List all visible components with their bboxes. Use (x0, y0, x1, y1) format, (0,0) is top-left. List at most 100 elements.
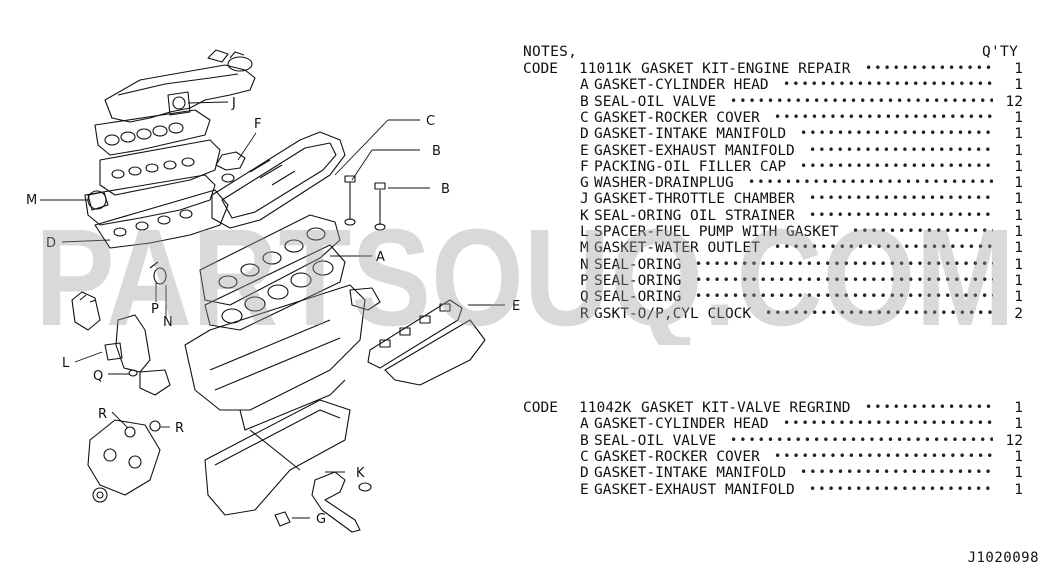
rocker-cover-drawing (211, 131, 346, 229)
notes-header: NOTES, (523, 44, 578, 60)
oil-filler-cap-drawing (215, 151, 246, 183)
leader-dots: ••••••••••••••••••••••••••••••••••• (748, 175, 993, 190)
callout-k: K (356, 466, 365, 481)
callout-q: Q (93, 369, 103, 384)
oil-strainer-drawing (311, 471, 372, 533)
part-name: GASKET-CYLINDER HEAD (594, 416, 769, 433)
callout-d: D (46, 236, 56, 251)
part-name: GASKET-WATER OUTLET (594, 240, 760, 257)
part-name: SPACER-FUEL PUMP WITH GASKET (594, 224, 839, 240)
quantity: 1 (1014, 465, 1023, 482)
quantity: 1 (1014, 175, 1023, 192)
part-letter: Q (580, 289, 589, 306)
part-row-q: Q SEAL-ORING •••••••••••••••••••••••••••••… (523, 289, 1023, 305)
code-label: CODE (523, 400, 558, 416)
quantity: 1 (1014, 77, 1023, 94)
leader-dots: ••••••••••••••••••••••••••• (809, 207, 993, 222)
quantity: 1 (1014, 400, 1023, 416)
qty-header: Q'TY (982, 44, 1019, 60)
leader-dots: •••••••••••••••••••••••••••• (800, 158, 993, 173)
quantity: 1 (1014, 126, 1023, 143)
callout-c: C (426, 114, 435, 129)
part-letter: M (580, 240, 589, 257)
part-name: PACKING-OIL FILLER CAP (594, 158, 787, 175)
quantity: 1 (1014, 207, 1023, 224)
part-letter: K (580, 207, 589, 224)
leader-dots: •••••••••••••••••••••••••••••• (783, 416, 993, 431)
part-name: SEAL-ORING (594, 289, 682, 306)
leader-dots: ••••••••••••••••••• (865, 61, 993, 75)
quantity: 1 (1014, 191, 1023, 208)
quantity: 1 (1014, 416, 1023, 433)
part-name: GASKET-INTAKE MANIFOLD (594, 126, 787, 143)
part-name: WASHER-DRAINPLUG (594, 175, 734, 192)
part-row-g: G WASHER-DRAINPLUG •••••••••••••••••••••••… (523, 175, 1023, 191)
part-letter: N (580, 256, 589, 273)
part-letter: F (580, 158, 589, 175)
part-name: GASKET-EXHAUST MANIFOLD (594, 481, 795, 498)
callout-l: L (62, 356, 70, 371)
part-name: GASKET-INTAKE MANIFOLD (594, 465, 787, 482)
callout-f: F (254, 117, 261, 132)
leader-dots: ••••••••••••••••••••••••••••••••••••••••… (695, 289, 993, 304)
part-letter: P (580, 272, 589, 289)
part-name: GASKET-ROCKER COVER (594, 109, 760, 126)
callout-r2: R (175, 421, 184, 436)
quantity: 2 (1014, 305, 1023, 322)
part-letter: B (580, 93, 589, 110)
intake-plenum-drawing (104, 49, 256, 123)
engine-block-drawing (184, 284, 366, 431)
kit-code: 11042K (579, 400, 632, 416)
quantity: 1 (1014, 61, 1023, 77)
part-letter: D (580, 465, 589, 482)
part-letter: R (580, 305, 589, 322)
part-name: GASKET-THROTTLE CHAMBER (594, 191, 795, 208)
timing-cover-drawing (87, 419, 161, 503)
callout-p: P (151, 302, 159, 317)
part-name: SEAL-ORING (594, 272, 682, 289)
callout-m: M (26, 193, 37, 208)
leader-dots: ••••••••••••••••••••••••••• (809, 481, 993, 496)
part-letter: G (580, 175, 589, 192)
part-letter: L (580, 224, 589, 240)
quantity: 1 (1014, 142, 1023, 159)
callout-n: N (163, 315, 173, 330)
part-name: GSKT-O/P,CYL CLOCK (594, 305, 752, 322)
part-row-f: F PACKING-OIL FILLER CAP •••••••••••••••••… (523, 159, 1023, 175)
part-name: SEAL-ORING (594, 256, 682, 273)
quantity: 1 (1014, 448, 1023, 465)
quantity: 1 (1014, 289, 1023, 306)
callout-a: A (376, 250, 385, 265)
callout-labels: J F C B B M D A P N E L Q R R K G (26, 96, 520, 527)
part-letter: E (580, 481, 589, 498)
cylinder-head-drawing (199, 214, 346, 331)
kit-name: GASKET KIT-ENGINE REPAIR (641, 61, 851, 77)
leader-dots: •••••••••••••••••••••••••••• (800, 126, 993, 141)
part-name: SEAL-OIL VALVE (594, 432, 717, 449)
part-letter: J (580, 191, 589, 208)
leader-dots: •••••••••••••••••••••••••••••••••••••• (730, 93, 993, 108)
leader-dots: ••••••••••••••••••••••••••• (809, 191, 993, 206)
intake-manifold-drawing (84, 109, 229, 249)
quantity: 1 (1014, 240, 1023, 257)
quantity: 12 (1005, 93, 1023, 110)
callout-r1: R (98, 407, 107, 422)
part-name: GASKET-EXHAUST MANIFOLD (594, 142, 795, 159)
part-row-e: E GASKET-EXHAUST MANIFOLD ••••••••••••••••… (523, 482, 1023, 498)
leader-dots: ••••••••••••••••••••••••••••••••• (765, 305, 993, 320)
diagram-reference-code: J1020098 (967, 550, 1039, 566)
callout-b2: B (441, 182, 450, 197)
